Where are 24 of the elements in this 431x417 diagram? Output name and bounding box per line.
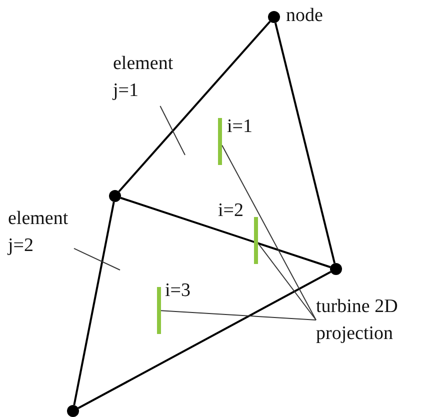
mesh-line bbox=[73, 202, 115, 406]
element-label: element j=1 bbox=[113, 50, 179, 104]
leader-line bbox=[258, 242, 316, 320]
mesh-node-dot bbox=[330, 263, 342, 275]
leader-line bbox=[160, 106, 186, 156]
turbine-projection-label: turbine 2D projection bbox=[316, 293, 426, 347]
turbine-bar bbox=[157, 287, 161, 334]
mesh-line bbox=[118, 20, 271, 192]
turbine-index-label: i=1 bbox=[227, 116, 252, 138]
turbine-bar bbox=[254, 217, 258, 264]
node-label: node bbox=[286, 5, 323, 27]
turbine-index-label: i=3 bbox=[165, 280, 190, 302]
element-label: element j=2 bbox=[8, 205, 74, 259]
mesh-line bbox=[274, 22, 336, 264]
leader-line bbox=[222, 144, 316, 320]
turbine-index-label: i=2 bbox=[218, 200, 244, 222]
leader-line bbox=[74, 248, 120, 270]
turbine-bar bbox=[218, 118, 222, 165]
leader-line bbox=[160, 310, 316, 320]
mesh-node-dot bbox=[67, 405, 79, 417]
mesh-node-dot bbox=[109, 190, 121, 202]
mesh-line bbox=[120, 196, 331, 268]
mesh-line bbox=[78, 270, 332, 410]
mesh-node-dot bbox=[268, 11, 280, 23]
